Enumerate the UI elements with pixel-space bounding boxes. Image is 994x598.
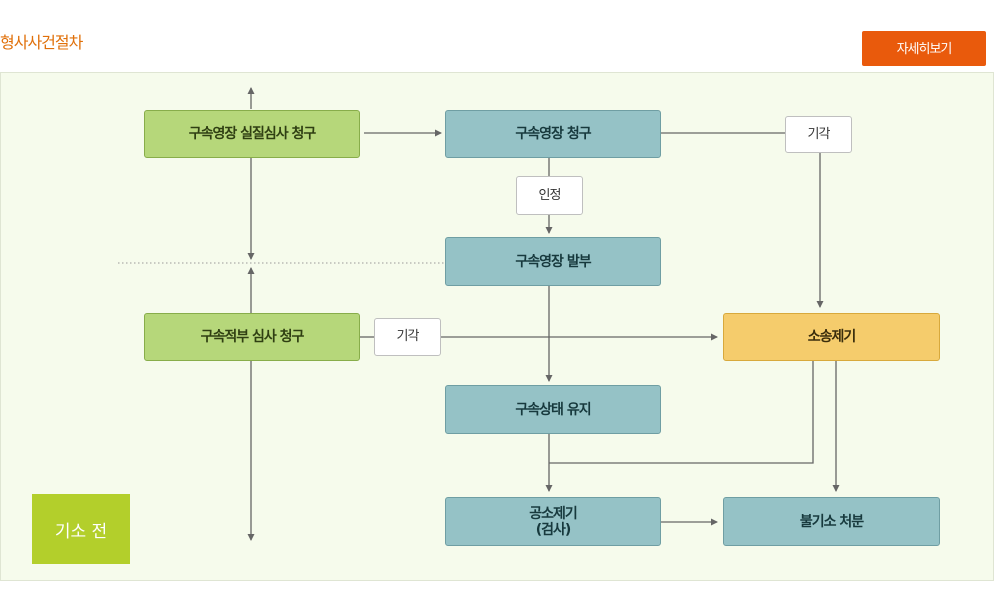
- node-arrest-review-request: 구속영장 실질심사 청구: [144, 110, 360, 158]
- node-label: 구속상태 유지: [515, 401, 591, 418]
- node-extinguished: 소송제기: [723, 313, 940, 361]
- node-non-prosecution: 불기소 처분: [723, 497, 940, 546]
- page-title: 형사사건절차: [0, 33, 83, 52]
- node-rejected-mid: 기각: [374, 318, 441, 356]
- node-label: 인정: [538, 187, 562, 203]
- node-label: 구속영장 청구: [515, 126, 591, 142]
- node-warrant-issued: 구속영장 발부: [445, 237, 661, 286]
- node-legality-review-request: 구속적부 심사 청구: [144, 313, 360, 361]
- line-extinguished-merge: [549, 361, 814, 464]
- node-label-line1: 공소제기: [529, 505, 578, 522]
- node-accepted: 인정: [516, 176, 583, 215]
- node-warrant-request: 구속영장 청구: [445, 110, 661, 158]
- node-indictment: 공소제기 (검사): [445, 497, 661, 546]
- node-label-line2: (검사): [535, 521, 572, 538]
- node-label: 구속영장 발부: [515, 253, 591, 270]
- node-label: 기각: [396, 329, 420, 344]
- node-label: 구속영장 실질심사 청구: [188, 126, 317, 142]
- node-label: 구속적부 심사 청구: [200, 329, 305, 345]
- node-detention-maintained: 구속상태 유지: [445, 385, 661, 434]
- view-details-button[interactable]: 자세히보기: [862, 31, 986, 66]
- node-label: 기각: [807, 126, 831, 142]
- node-label: 불기소 처분: [799, 513, 864, 530]
- node-label: 소송제기: [807, 329, 857, 345]
- node-rejected-top: 기각: [785, 116, 852, 153]
- stage-badge: 기소 전: [32, 494, 130, 564]
